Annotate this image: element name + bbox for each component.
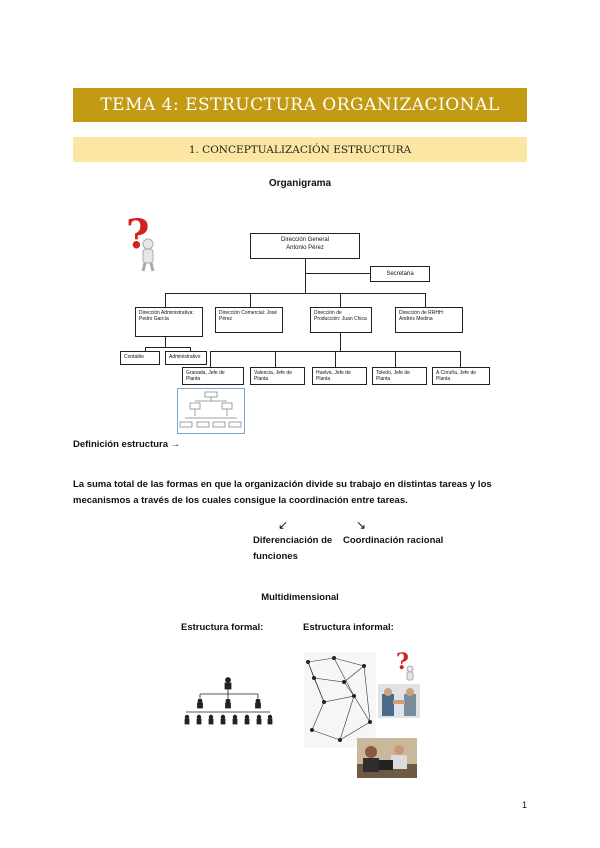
title-bar: TEMA 4: ESTRUCTURA ORGANIZACIONAL: [73, 88, 527, 122]
svg-text:?: ?: [396, 649, 409, 675]
org-l2-box: Dirección de RRHH: Andrés Medina: [395, 307, 463, 333]
org-l2-box: Dirección de Producción: Juan Chica: [310, 307, 372, 333]
org-plant-box: Valencia, Jefe de Planta: [250, 367, 305, 385]
org-plant-box: Toledo, Jefe de Planta: [372, 367, 427, 385]
formal-label: Estructura formal:: [181, 622, 263, 633]
arrow-right-icon: ↘: [356, 518, 366, 532]
org-secretaria-box: Secretaria: [370, 266, 430, 282]
mini-org-chart-image: [177, 388, 245, 434]
org-l2-box: Dirección Administrativa: Pedro García: [135, 307, 203, 337]
informal-label: Estructura informal:: [303, 622, 394, 633]
informal-network-image: [304, 652, 376, 748]
org-plant-box: Huelva, Jefe de Planta: [312, 367, 367, 385]
page-number: 1: [522, 800, 527, 810]
definicion-label: Definición estructura →: [73, 437, 180, 453]
organigrama-heading: Organigrama: [0, 178, 600, 189]
arrow-left-icon: ↙: [278, 518, 288, 532]
office-photo-image: [357, 738, 417, 778]
section-title: 1. CONCEPTUALIZACIÓN ESTRUCTURA: [189, 144, 411, 156]
question-figure-small-image: ?: [394, 649, 418, 681]
org-sub-box: Administrativo: [165, 351, 207, 365]
coordinacion-text: Coordinación racional: [343, 533, 443, 549]
org-sub-box: Contable: [120, 351, 160, 365]
org-l2-box: Dirección Comercial: José Pérez: [215, 307, 283, 333]
page-title: TEMA 4: ESTRUCTURA ORGANIZACIONAL: [100, 95, 499, 115]
org-plant-box: A Coruña, Jefe de Planta: [432, 367, 490, 385]
diferenciacion-text: Diferenciación de funciones: [253, 533, 333, 565]
org-chart: Dirección General Antonio Pérez Secretar…: [110, 205, 510, 440]
org-top-box: Dirección General Antonio Pérez: [250, 233, 360, 259]
section-bar: 1. CONCEPTUALIZACIÓN ESTRUCTURA: [73, 137, 527, 162]
definicion-text: La suma total de las formas en que la or…: [73, 477, 528, 509]
org-plant-box: Granada, Jefe de Planta: [182, 367, 244, 385]
formal-structure-image: [182, 676, 274, 728]
multidimensional-heading: Multidimensional: [0, 592, 600, 603]
handshake-photo-image: [378, 684, 420, 718]
